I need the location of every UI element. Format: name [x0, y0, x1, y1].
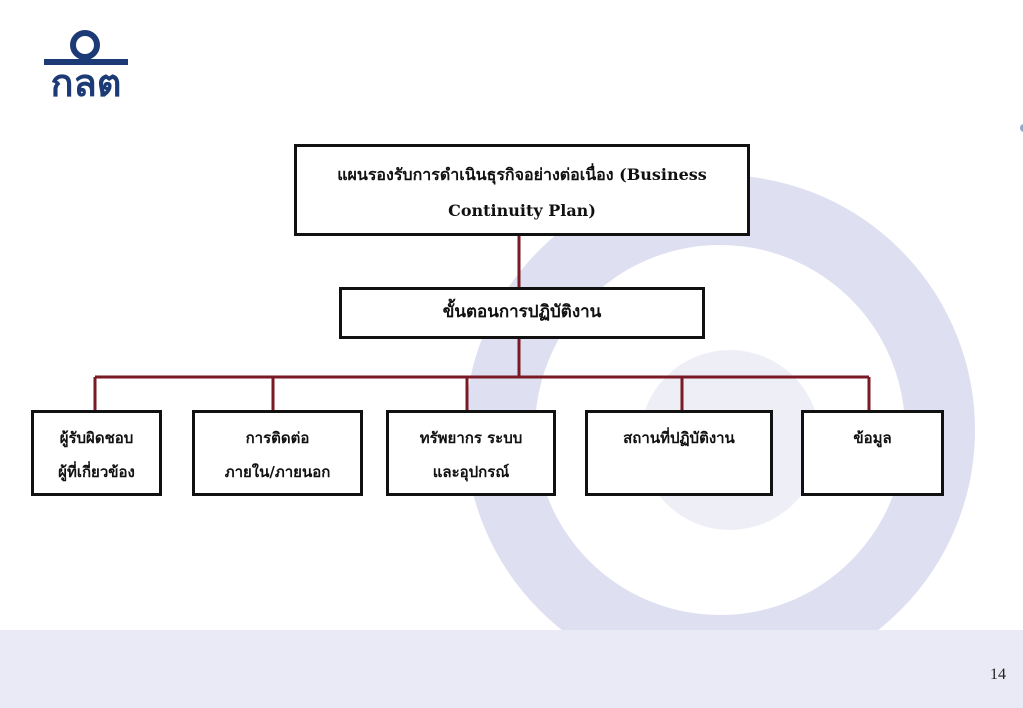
leaf-node-workplace: สถานที่ปฏิบัติงาน: [585, 410, 773, 496]
edge-dot: [1020, 124, 1023, 132]
leaf-node-line1: ข้อมูล: [853, 429, 892, 447]
process-node: ขั้นตอนการปฏิบัติงาน: [339, 287, 705, 339]
leaf-node-data: ข้อมูล: [801, 410, 944, 496]
process-node-label: ขั้นตอนการปฏิบัติงาน: [442, 302, 602, 322]
footer-band: [0, 630, 1023, 708]
leaf-node-responsible: ผู้รับผิดชอบ ผู้ที่เกี่ยวข้อง: [31, 410, 162, 496]
leaf-node-line1: ทรัพยากร ระบบ: [419, 429, 523, 447]
leaf-node-line1: สถานที่ปฏิบัติงาน: [623, 429, 735, 447]
leaf-node-line1: การติดต่อ: [245, 429, 310, 447]
root-node: แผนรองรับการดำเนินธุรกิจอย่างต่อเนื่อง (…: [294, 144, 750, 236]
root-node-line1: แผนรองรับการดำเนินธุรกิจอย่างต่อเนื่อง (…: [337, 165, 707, 184]
logo-text: กลต: [51, 61, 122, 100]
leaf-node-contact: การติดต่อ ภายใน/ภายนอก: [192, 410, 363, 496]
leaf-node-line1: ผู้รับผิดชอบ: [59, 429, 134, 447]
leaf-node-line2: ภายใน/ภายนอก: [224, 463, 331, 481]
page-number: 14: [990, 666, 1006, 683]
leaf-node-line2: ผู้ที่เกี่ยวข้อง: [58, 463, 135, 481]
sec-logo-icon: กลต: [44, 30, 128, 100]
leaf-node-line2: และอุปกรณ์: [432, 463, 510, 481]
root-node-line2: Continuity Plan): [448, 201, 596, 220]
leaf-node-resources: ทรัพยากร ระบบ และอุปกรณ์: [386, 410, 556, 496]
